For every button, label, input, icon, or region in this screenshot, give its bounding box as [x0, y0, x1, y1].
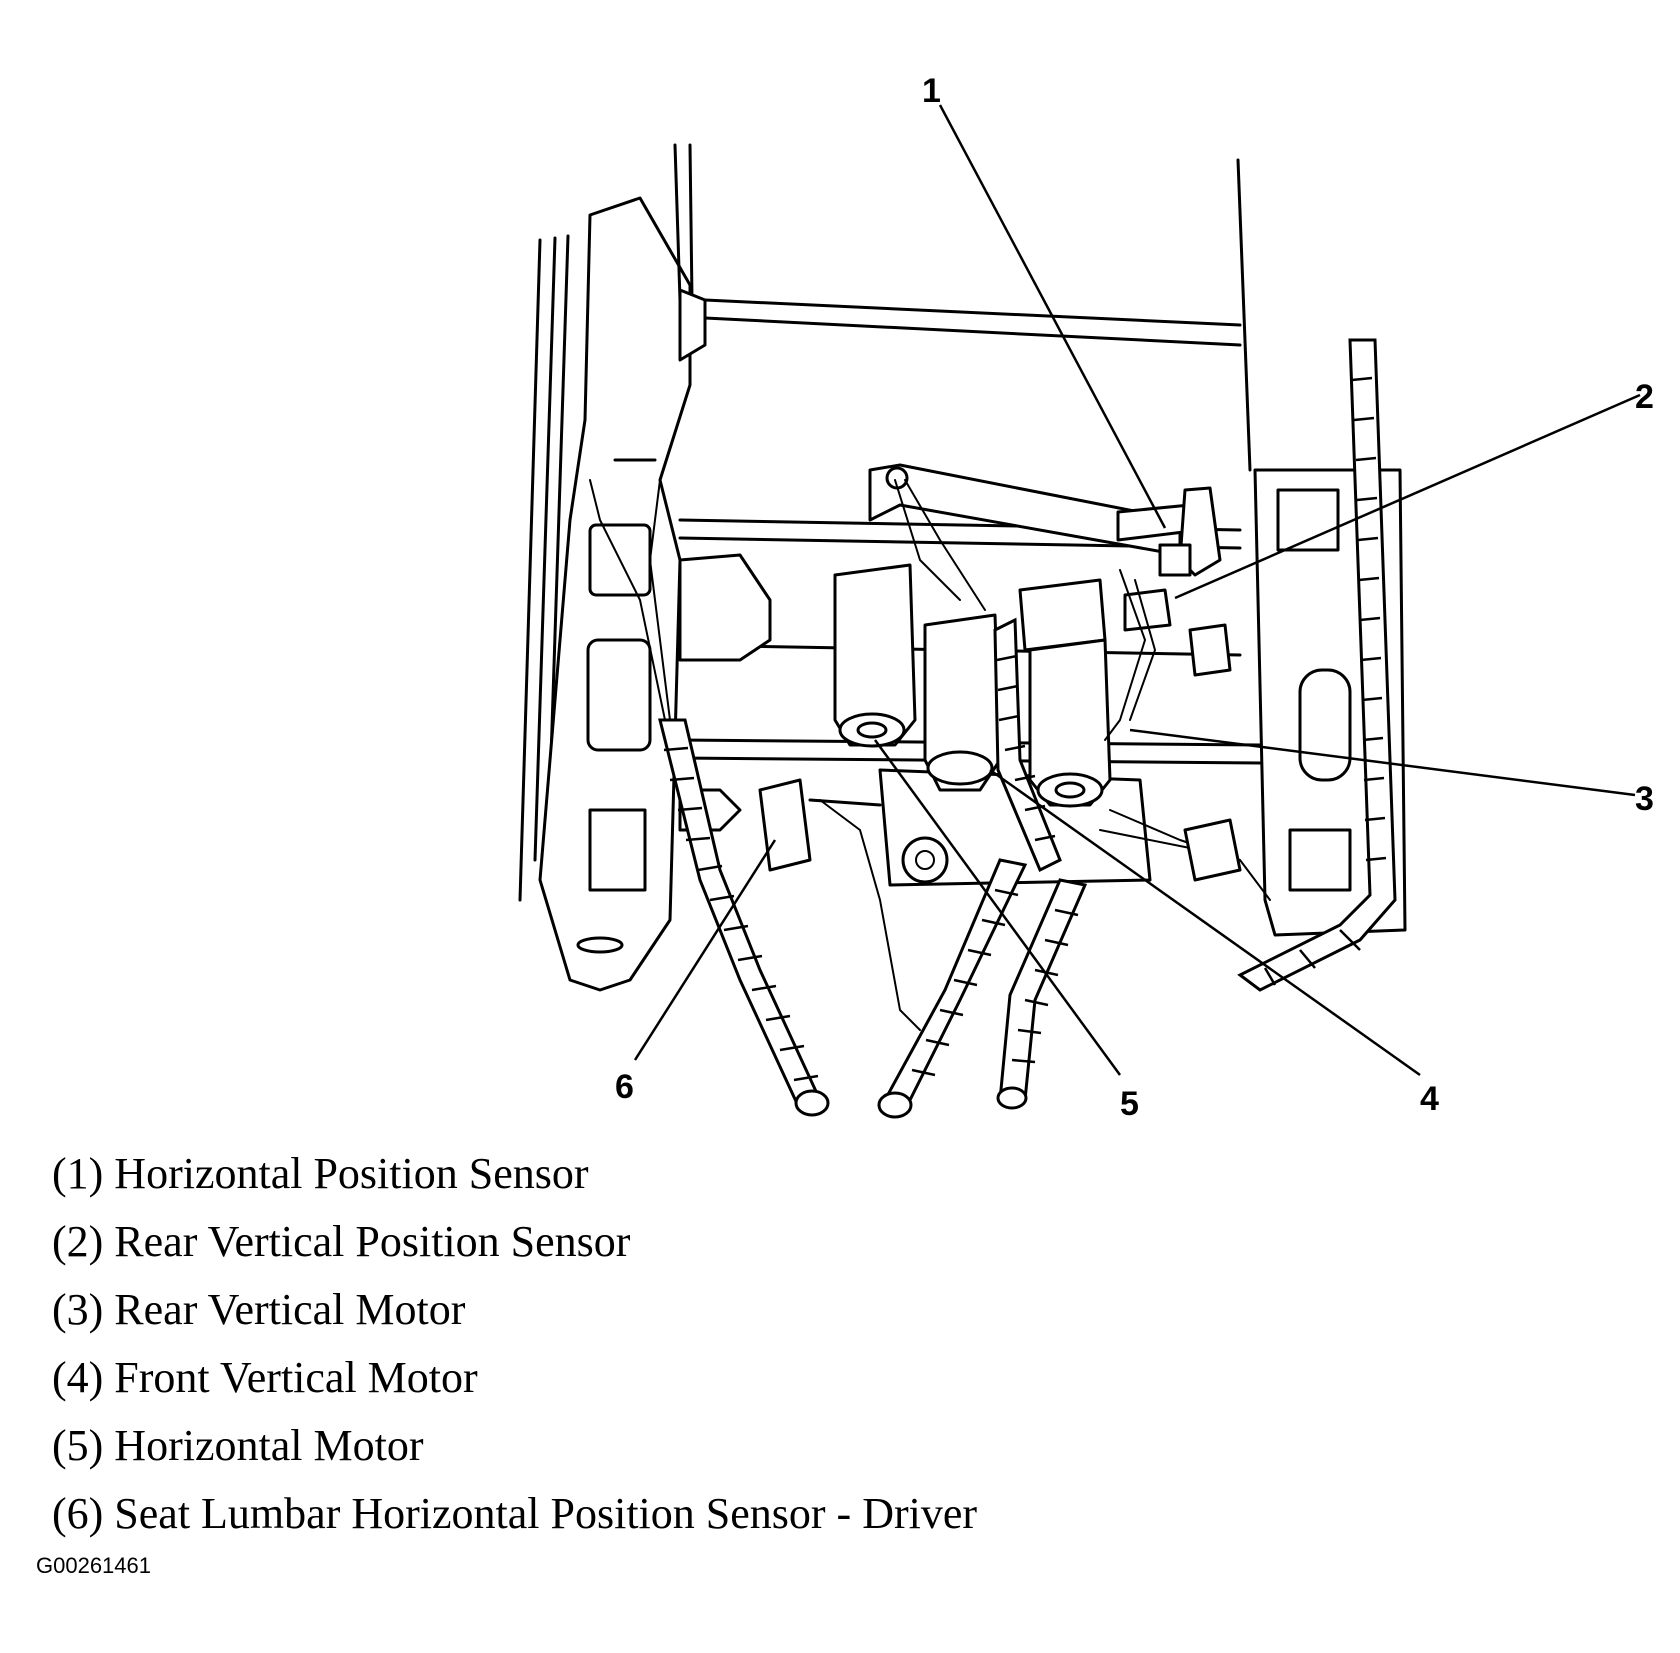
- right-seat-track: [1236, 158, 1407, 992]
- leader-lines: [633, 104, 1641, 1077]
- legend-item: (1) Horizontal Position Sensor: [52, 1149, 589, 1198]
- wiring-harnesses: [589, 479, 1271, 1119]
- horizontal-position-sensor: [1116, 486, 1222, 577]
- callout-3: 3: [1635, 780, 1654, 818]
- left-seat-track: [518, 143, 707, 992]
- horizontal-motor: [833, 563, 917, 748]
- figure-code: G00261461: [36, 1553, 151, 1578]
- callout-4: 4: [1420, 1080, 1439, 1118]
- legend-item: (6) Seat Lumbar Horizontal Position Sens…: [52, 1489, 978, 1538]
- callout-5: 5: [1120, 1085, 1139, 1123]
- legend-item: (2) Rear Vertical Position Sensor: [52, 1217, 631, 1266]
- rear-vertical-position-sensor: [1123, 588, 1232, 677]
- legend-item: (3) Rear Vertical Motor: [52, 1285, 466, 1334]
- callout-1: 1: [922, 72, 941, 110]
- legend-item: (4) Front Vertical Motor: [52, 1353, 478, 1402]
- component-legend: (1) Horizontal Position Sensor (2) Rear …: [52, 1140, 1252, 1548]
- seat-lumbar-sensor: [758, 778, 882, 872]
- front-vertical-motor: [923, 578, 1107, 792]
- callout-2: 2: [1635, 378, 1654, 416]
- callout-numbers: 1 2 3 4 5 6: [615, 72, 1654, 1123]
- legend-item: (5) Horizontal Motor: [52, 1421, 424, 1470]
- callout-6: 6: [615, 1068, 634, 1106]
- rear-vertical-motor: [1028, 638, 1112, 808]
